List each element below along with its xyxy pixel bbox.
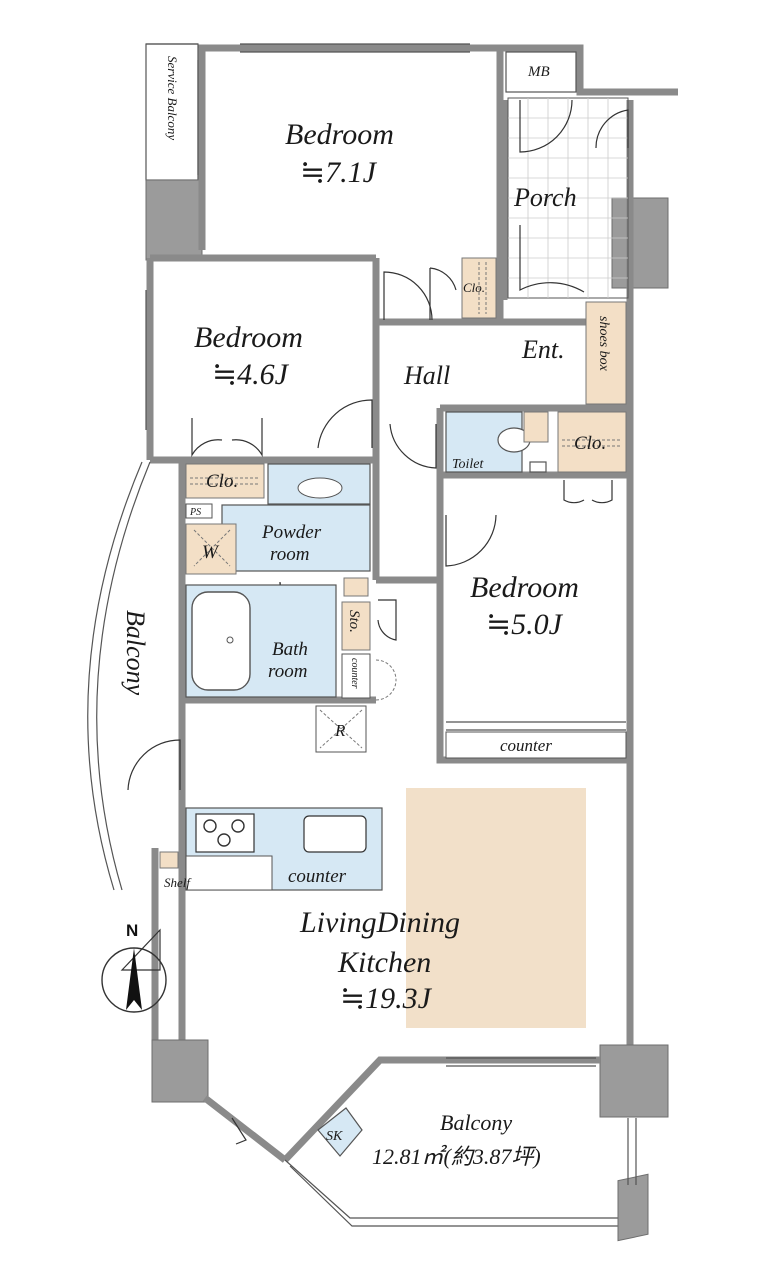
kitchen-counter-label: counter bbox=[288, 866, 347, 887]
toilet-label: Toilet bbox=[452, 457, 484, 472]
sk-label: SK bbox=[326, 1129, 343, 1144]
bath-room-line2: room bbox=[268, 661, 307, 682]
bedroom-counter bbox=[445, 731, 627, 759]
ps-box bbox=[185, 503, 213, 519]
bedroom-counter-label: counter bbox=[500, 736, 552, 755]
closet-bedroom2 bbox=[185, 463, 265, 499]
porch-label: Porch bbox=[513, 183, 577, 212]
ldk-line1: LivingDining bbox=[299, 906, 460, 939]
hall-label: Hall bbox=[403, 361, 450, 390]
counter-small-box bbox=[341, 653, 371, 699]
bedroom2-size: ≒4.6J bbox=[212, 358, 290, 391]
closet-toilet bbox=[557, 411, 627, 473]
bedroom3-size: ≒5.0J bbox=[486, 608, 564, 641]
doors bbox=[120, 99, 629, 1145]
sink-icon bbox=[303, 815, 367, 853]
bath-room-line1: Bath bbox=[272, 639, 308, 660]
powder-room-line1: Powder bbox=[261, 522, 322, 543]
closet-bedroom2-label: Clo. bbox=[206, 471, 238, 492]
bathtub-icon bbox=[191, 591, 251, 691]
shoes-box bbox=[585, 301, 627, 405]
bedroom1-size: ≒7.1J bbox=[300, 156, 378, 189]
shelf-box bbox=[159, 851, 179, 869]
north-label: N bbox=[126, 921, 138, 940]
storage-box bbox=[341, 601, 371, 651]
storage-label: Sto. bbox=[346, 610, 362, 633]
shelf-label: Shelf bbox=[164, 875, 192, 890]
side-balcony bbox=[87, 461, 151, 891]
ps-label: PS bbox=[189, 507, 201, 518]
main-balcony-area: 12.81㎡(約3.87坪) bbox=[372, 1144, 541, 1169]
wash-basin-icon bbox=[297, 477, 343, 499]
bedroom1-name: Bedroom bbox=[285, 118, 394, 151]
mb-label: MB bbox=[527, 64, 550, 80]
windows bbox=[145, 43, 626, 1067]
sk-closet bbox=[317, 1107, 363, 1157]
north-arrow-icon bbox=[126, 948, 142, 1010]
shoes-box-label: shoes box bbox=[596, 316, 611, 372]
bedroom2-name: Bedroom bbox=[194, 321, 303, 354]
service-balcony-label: Service Balcony bbox=[165, 56, 180, 140]
ldk-line2: Kitchen bbox=[337, 946, 431, 979]
closet-toilet-label: Clo. bbox=[574, 433, 606, 454]
ldk-floor-highlight bbox=[406, 788, 586, 1028]
refrigerator-label: R bbox=[334, 721, 346, 740]
outer-walls bbox=[145, 43, 678, 1242]
interior-walls bbox=[182, 100, 630, 764]
main-balcony-label: Balcony bbox=[440, 1110, 512, 1135]
mb-box bbox=[505, 51, 577, 93]
ldk-size: ≒19.3J bbox=[340, 982, 433, 1015]
side-balcony-label: Balcony bbox=[121, 610, 150, 696]
powder-room bbox=[221, 504, 371, 572]
counter-small-label: counter bbox=[349, 658, 360, 689]
powder-room-line2: room bbox=[270, 544, 309, 565]
closet-hall-label: Clo. bbox=[463, 280, 485, 295]
washer-label: W bbox=[202, 542, 220, 563]
ent-label: Ent. bbox=[521, 335, 565, 364]
compass bbox=[101, 947, 167, 1013]
porch-tiles bbox=[507, 97, 629, 299]
bedroom3-name: Bedroom bbox=[470, 571, 579, 604]
